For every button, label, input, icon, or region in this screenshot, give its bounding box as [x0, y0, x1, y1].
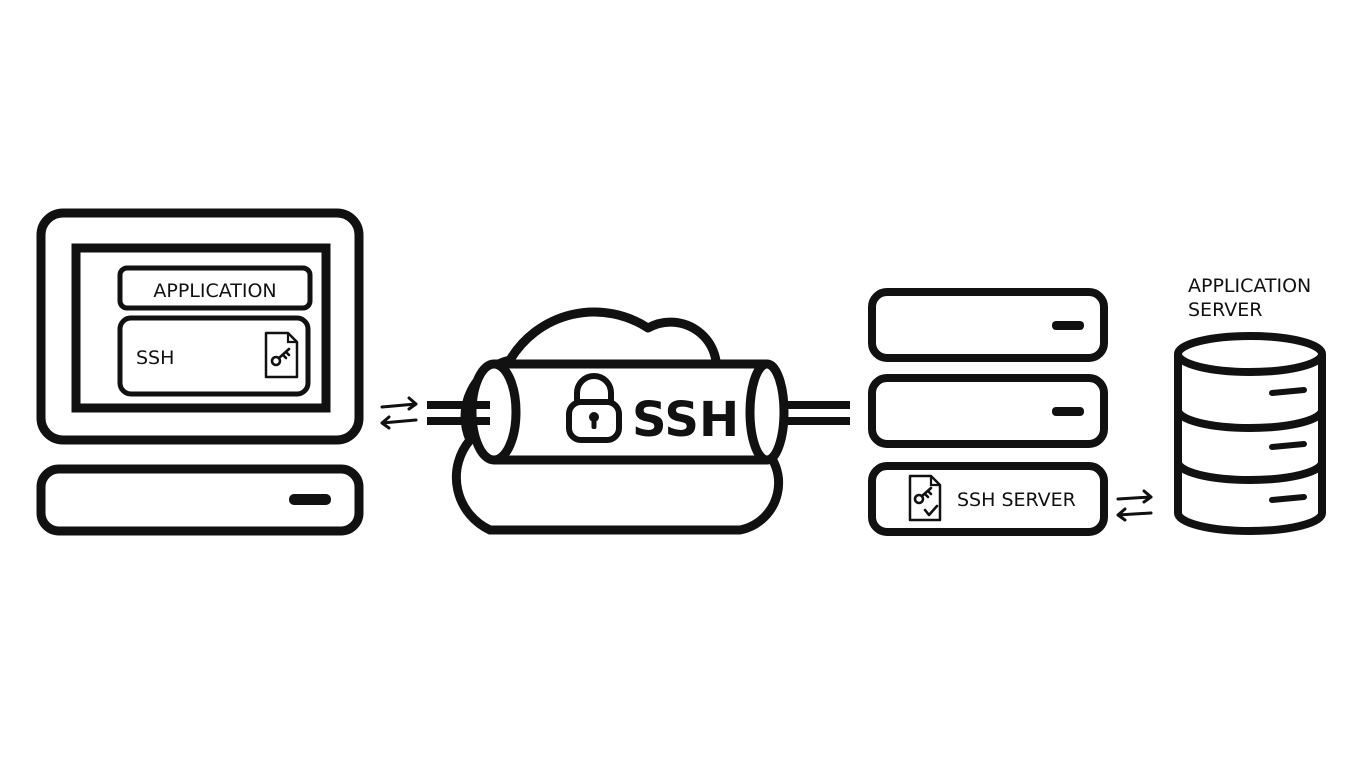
monitor-frame: [36, 208, 364, 445]
app-server-label-line1: APPLICATION: [1188, 275, 1311, 297]
application-label: APPLICATION: [153, 280, 276, 302]
application-box: [117, 265, 313, 311]
server-unit-2: [868, 374, 1108, 448]
database-body: [1174, 354, 1326, 535]
database-band-2: [1174, 461, 1326, 484]
key-file-icon: [264, 331, 299, 379]
client-computer: APPLICATION SSH: [36, 208, 364, 536]
ssh-client-label: SSH: [136, 347, 174, 369]
tunnel-end-right: [745, 359, 789, 465]
tunnel-body: [494, 364, 767, 460]
server-bidirectional-arrows-icon: [1116, 489, 1153, 522]
app-server-label-line2: SERVER: [1188, 299, 1262, 321]
client-bidirectional-arrows-icon: [380, 396, 418, 430]
monitor-screen: [71, 243, 331, 413]
cloud-tunnel: SSH: [451, 307, 789, 535]
database-icon: [1174, 332, 1326, 535]
drive-slot: [289, 494, 331, 505]
pipe-left: [427, 401, 490, 425]
server-stack: SSH SERVER: [868, 288, 1108, 536]
database-top: [1174, 332, 1326, 376]
certificate-key-icon: [908, 474, 942, 522]
desktop-base: [36, 464, 364, 536]
server-unit-2-indicator: [1052, 407, 1084, 416]
database-band-1: [1174, 409, 1326, 432]
server-unit-1-indicator: [1052, 321, 1084, 330]
ssh-server-unit: [868, 462, 1108, 536]
padlock-icon: [566, 373, 622, 443]
tunnel-label: SSH: [632, 392, 739, 448]
pipe-right: [784, 401, 850, 425]
tunnel-opening-left: [467, 359, 521, 465]
ssh-server-label: SSH SERVER: [957, 489, 1076, 511]
ssh-client-box: [117, 315, 311, 397]
server-unit-1: [868, 288, 1108, 362]
